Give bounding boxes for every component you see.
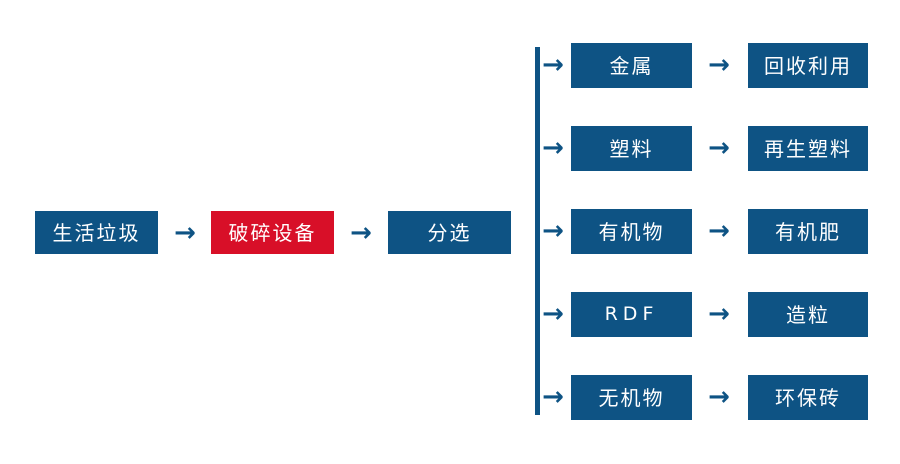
branch-arrow-icon-1: → — [542, 50, 564, 80]
branch-arrow-icon-2: → — [542, 133, 564, 163]
branch-arrow-icon-4: → — [542, 299, 564, 329]
node-branch-product-3[interactable]: 有机肥 — [748, 209, 868, 254]
arrow-right-icon-main-1: → — [174, 218, 196, 248]
arrow-right-icon-branch-4: → — [708, 299, 730, 329]
branch-arrow-icon-3: → — [542, 216, 564, 246]
node-branch-product-4[interactable]: 造粒 — [748, 292, 868, 337]
node-branch-product-5[interactable]: 环保砖 — [748, 375, 868, 420]
node-branch-material-1[interactable]: 金属 — [571, 43, 692, 88]
node-sorting[interactable]: 分选 — [388, 211, 511, 254]
node-crushing-equipment[interactable]: 破碎设备 — [211, 211, 334, 254]
node-household-waste[interactable]: 生活垃圾 — [35, 211, 158, 254]
node-branch-material-2[interactable]: 塑料 — [571, 126, 692, 171]
arrow-right-icon-branch-3: → — [708, 216, 730, 246]
node-branch-material-5[interactable]: 无机物 — [571, 375, 692, 420]
node-branch-material-4[interactable]: RDF — [571, 292, 692, 337]
branch-arrow-icon-5: → — [542, 382, 564, 412]
node-branch-material-3[interactable]: 有机物 — [571, 209, 692, 254]
arrow-right-icon-branch-5: → — [708, 382, 730, 412]
node-branch-product-1[interactable]: 回收利用 — [748, 43, 868, 88]
arrow-right-icon-branch-1: → — [708, 50, 730, 80]
arrow-right-icon-branch-2: → — [708, 133, 730, 163]
arrow-right-icon-main-2: → — [350, 218, 372, 248]
node-branch-product-2[interactable]: 再生塑料 — [748, 126, 868, 171]
branch-trunk-line — [535, 47, 540, 415]
